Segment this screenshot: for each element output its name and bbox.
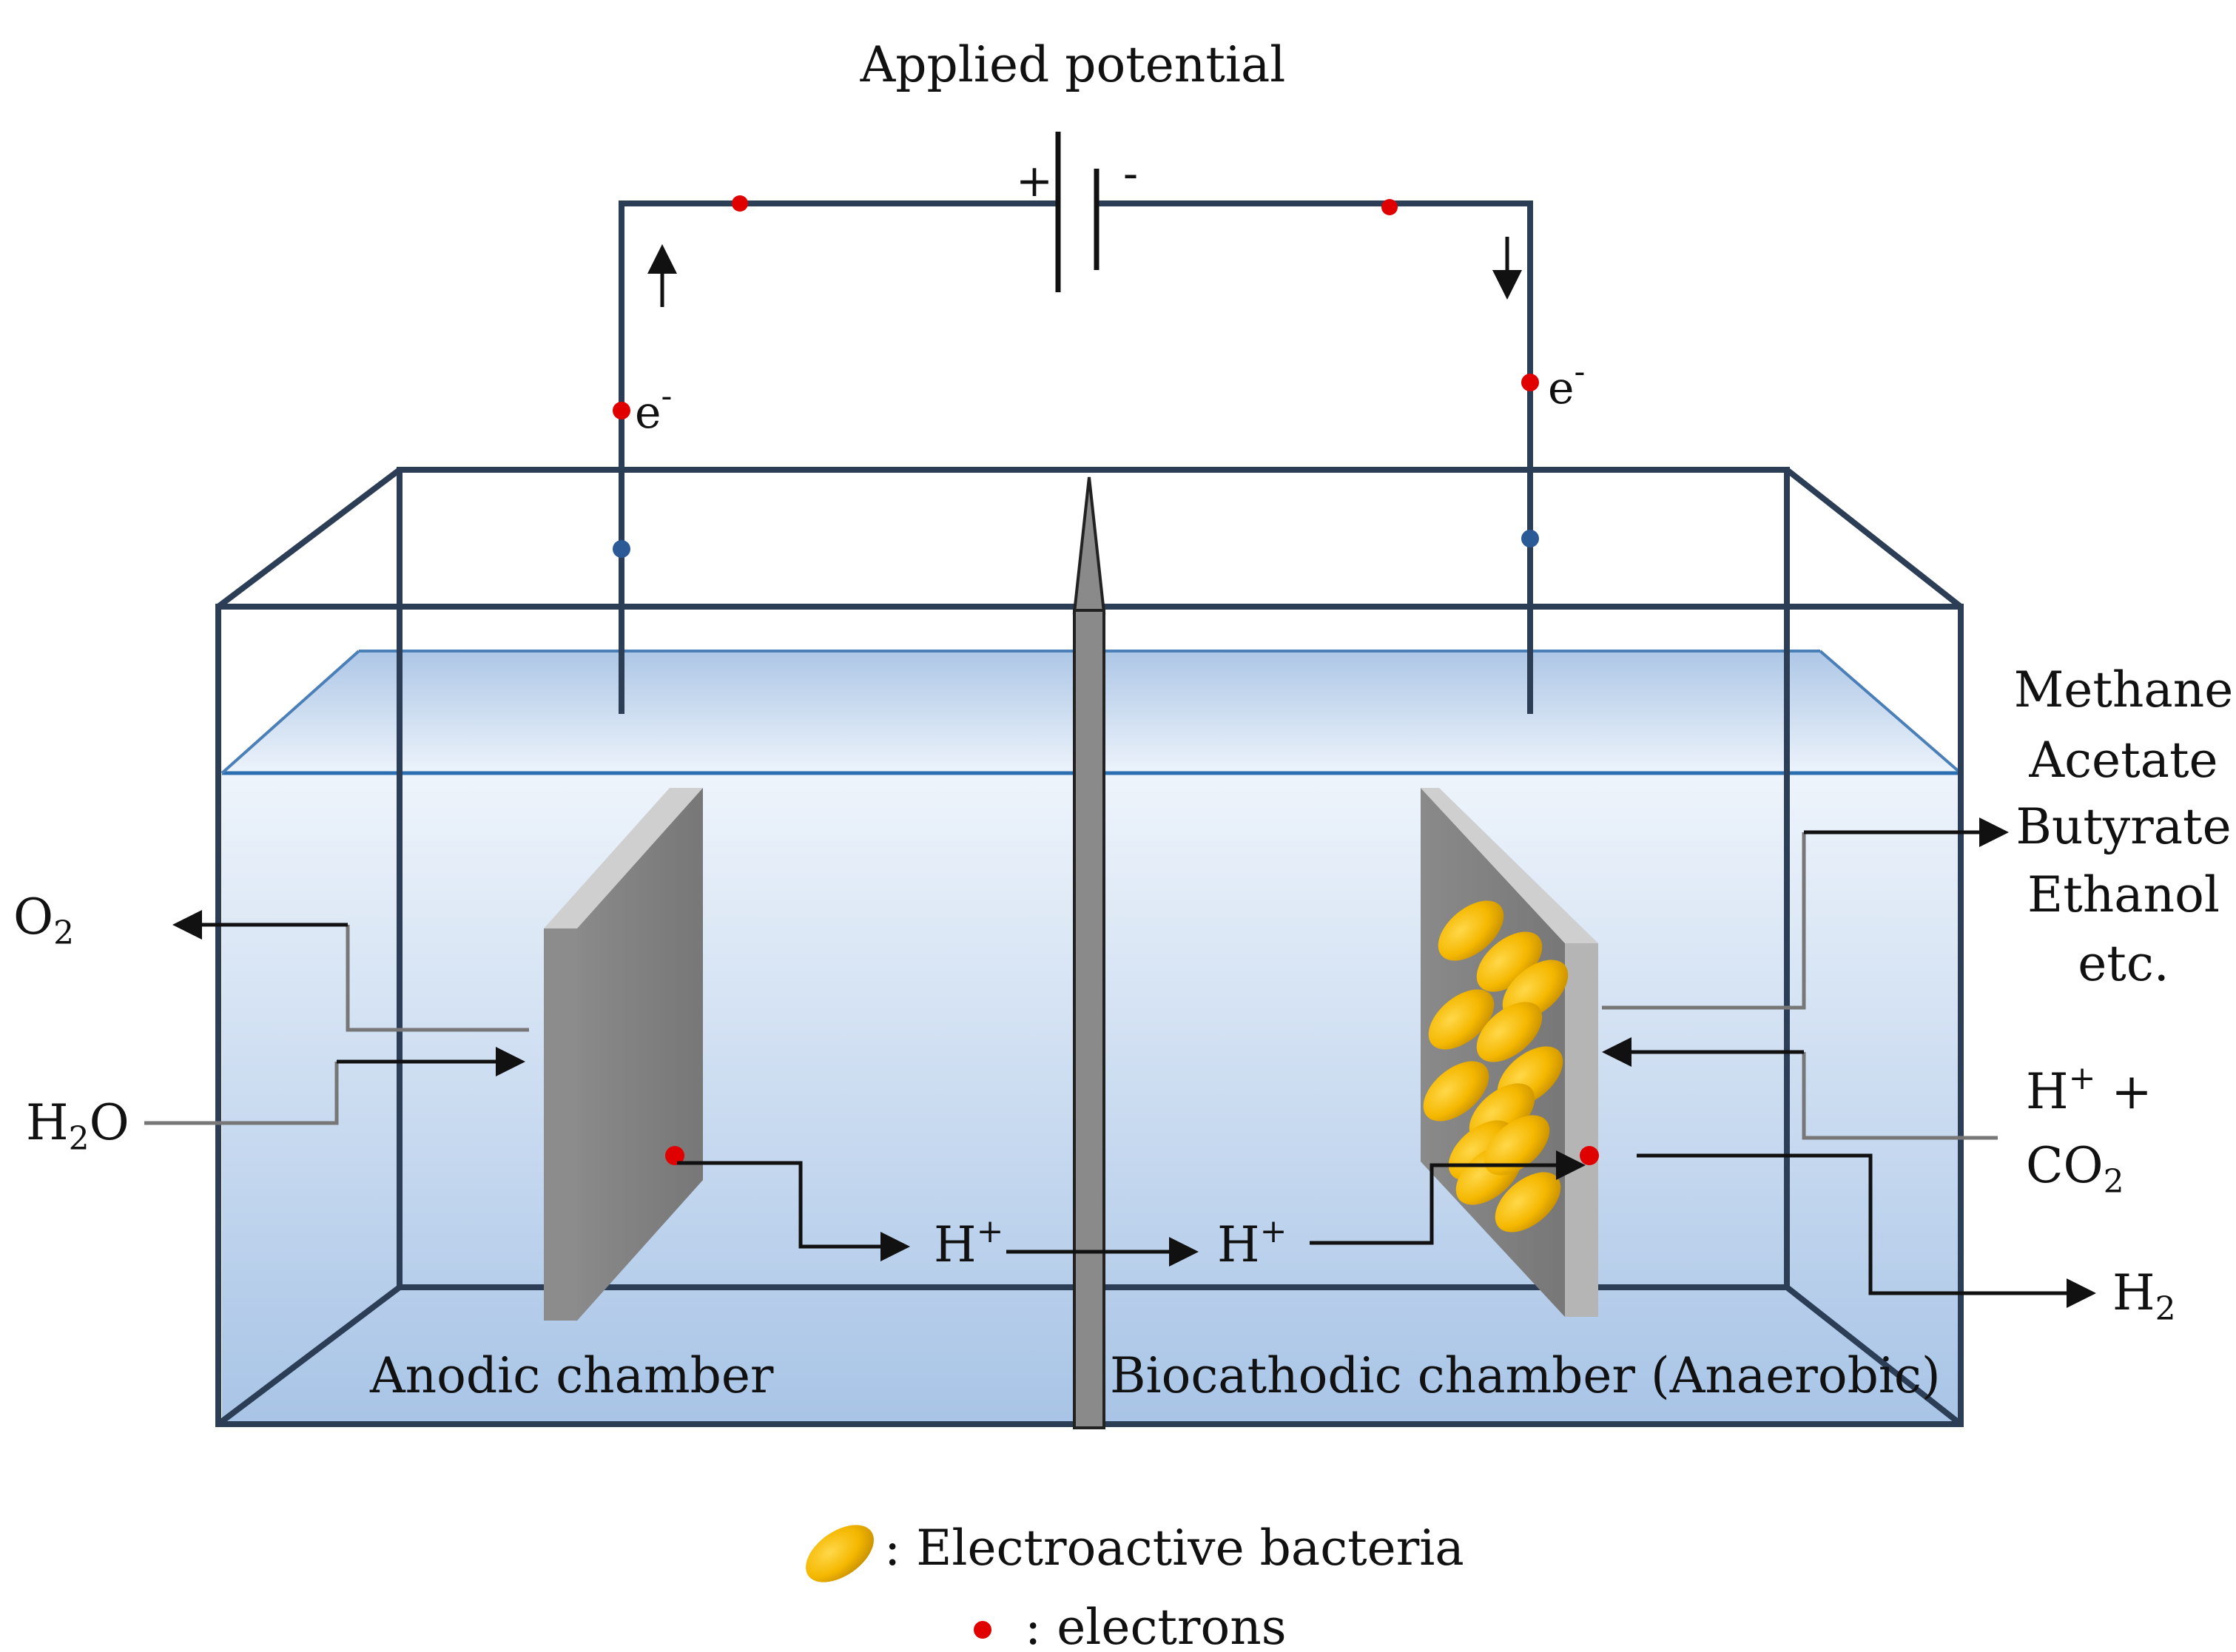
h2o-leader	[144, 1062, 339, 1125]
battery-minus-label: -	[1123, 148, 1138, 200]
proton-to-cathode-arrow	[1310, 1150, 1586, 1245]
electron-label-left: e-	[635, 377, 672, 439]
h2o-label: H2O	[26, 1094, 129, 1158]
external-circuit	[613, 132, 1539, 714]
o2-label: O2	[13, 889, 74, 952]
bacterium	[1495, 1172, 1561, 1233]
product-item: Butyrate	[2016, 798, 2231, 855]
membrane-plate	[1073, 609, 1105, 1429]
cathode-input-label-line2: CO2	[2026, 1137, 2124, 1201]
electron-label-right: e-	[1548, 353, 1585, 414]
water-surface-right-edge	[1819, 650, 1962, 775]
process-arrows	[144, 817, 2096, 1308]
anode-plate-top	[544, 788, 703, 928]
bacterium	[1438, 900, 1504, 961]
anode-plate-face	[544, 928, 577, 1321]
membrane	[1072, 476, 1106, 1429]
battery-plus-label: +	[1016, 155, 1053, 207]
legend-bacteria-icon	[806, 1525, 874, 1582]
wire-electron-4	[1521, 374, 1539, 391]
o2-leader	[346, 925, 529, 1032]
proton-label-left: H+	[934, 1213, 1003, 1273]
biocathodic-chamber-label: Biocathodic chamber (Anaerobic)	[1110, 1347, 1941, 1404]
title-applied-potential: Applied potential	[860, 36, 1286, 93]
water-surface-left-edge	[220, 650, 360, 775]
cathode-plate-top	[1421, 788, 1598, 943]
anode-electron	[665, 1146, 684, 1165]
tank-edge-bottom-right	[1785, 1284, 1963, 1427]
legend: : Electroactive bacteria : electrons	[806, 1520, 1464, 1652]
anode-electron-arrow	[677, 1161, 910, 1261]
h2-arrow	[1637, 1153, 2096, 1308]
product-item: Acetate	[2028, 732, 2218, 789]
cathode-input-label-line1: H+ +	[2026, 1059, 2152, 1120]
legend-electron-icon	[974, 1621, 991, 1639]
tank-edge-bottom-left	[216, 1284, 402, 1427]
product-item: Ethanol	[2027, 866, 2220, 923]
legend-electron-label: : electrons	[1025, 1599, 1287, 1652]
anode-electrode	[544, 788, 703, 1321]
product-item: etc.	[2078, 935, 2169, 992]
bacterium	[1484, 1115, 1550, 1176]
electroactive-bacteria-cluster	[1423, 900, 1569, 1233]
wire-electron-3	[613, 402, 630, 419]
product-item: Methane	[2014, 661, 2234, 718]
anode-terminal	[613, 540, 630, 558]
bacterium	[1423, 1061, 1489, 1122]
proton-label-right: H+	[1217, 1213, 1287, 1273]
products-list: Methane Acetate Butyrate Ethanol etc.	[2014, 661, 2234, 992]
products-leader	[1602, 832, 1806, 1010]
wire-electron-1	[732, 195, 748, 212]
tank-edge-top-left	[216, 467, 402, 610]
legend-bacteria-label: : Electroactive bacteria	[884, 1520, 1464, 1577]
anodic-chamber-label: Anodic chamber	[369, 1347, 774, 1404]
wire-electron-2	[1381, 199, 1398, 215]
wire-right	[1099, 200, 1533, 714]
cathode-input-leader	[1802, 1052, 1998, 1140]
bacterium	[1428, 989, 1495, 1050]
cathode-terminal	[1521, 530, 1539, 547]
bacterium	[1476, 1002, 1543, 1062]
anode-plate-side	[577, 788, 703, 1321]
membrane-tip	[1072, 476, 1106, 614]
cathode-electron	[1580, 1146, 1599, 1165]
cathode-plate-edge	[1565, 943, 1598, 1317]
h2-product-label: H2	[2112, 1264, 2176, 1328]
tank-edge-top-right	[1785, 467, 1963, 610]
wire-left	[619, 200, 1057, 714]
